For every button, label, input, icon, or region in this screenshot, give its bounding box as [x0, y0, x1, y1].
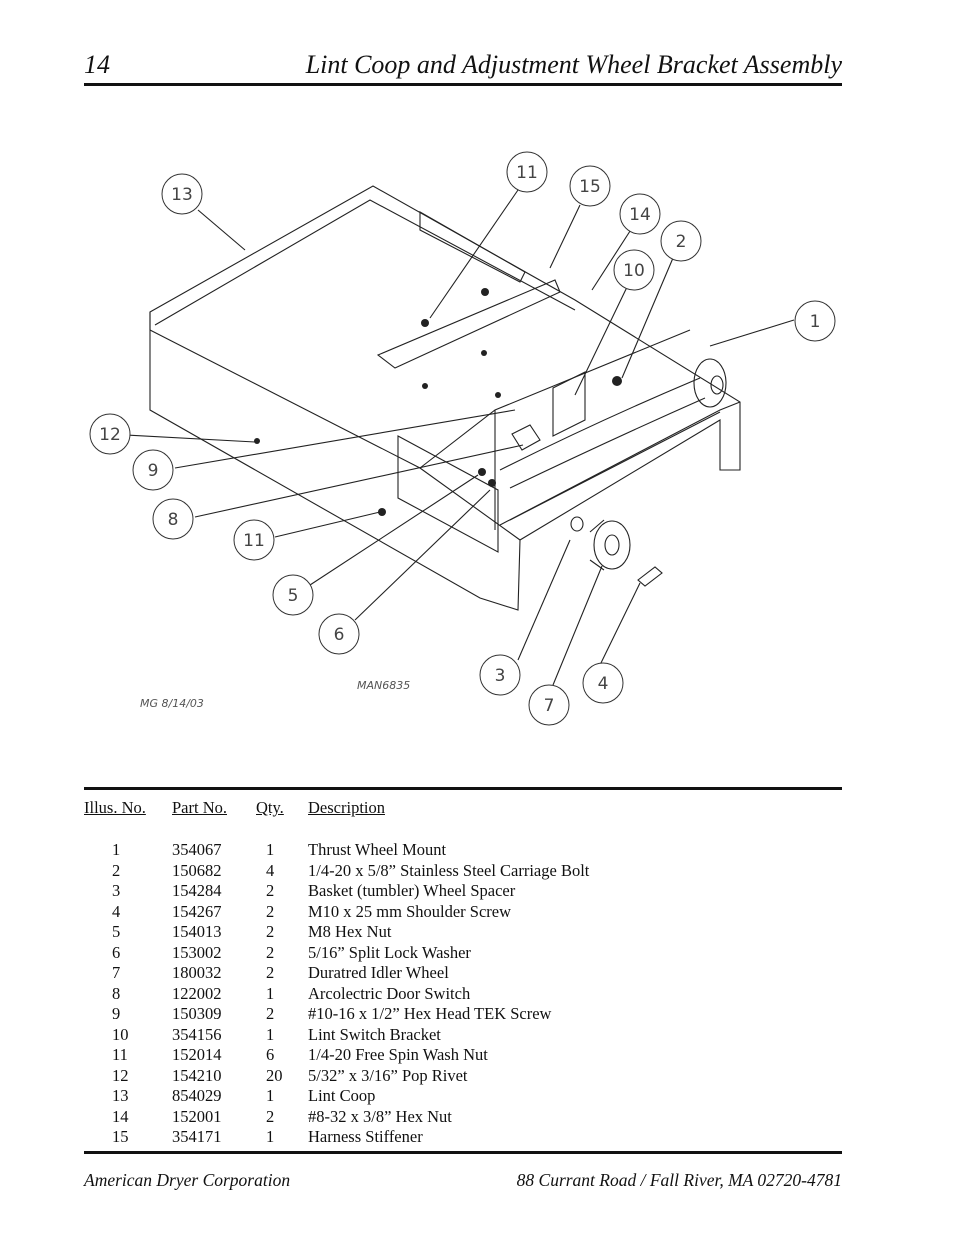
callout-9: 9 — [148, 461, 159, 481]
page-title: Lint Coop and Adjustment Wheel Bracket A… — [305, 50, 842, 79]
callout-14: 14 — [629, 205, 651, 225]
drafter-note: MG 8/14/03 — [140, 697, 204, 710]
table-rule-top — [84, 787, 842, 790]
callout-5: 5 — [288, 586, 299, 606]
lint-switch-bracket-shape — [552, 371, 586, 437]
header-rule — [84, 83, 842, 86]
table-rule-bottom — [84, 1151, 842, 1154]
harness-stiffener-shape — [376, 279, 561, 369]
callout-6: 6 — [334, 625, 345, 645]
callout-11-bottom: 11 — [243, 531, 265, 551]
callout-7: 7 — [544, 696, 555, 716]
page-number: 14 — [84, 50, 110, 79]
drawing-id: MAN6835 — [357, 679, 410, 692]
callout-15: 15 — [579, 177, 601, 197]
callout-13: 13 — [171, 185, 193, 205]
thrust-wheel-shape — [693, 358, 727, 408]
callout-3: 3 — [495, 666, 506, 686]
header-description: Description — [308, 798, 385, 817]
callout-11-top: 11 — [516, 163, 538, 183]
footer-company: American Dryer Corporation — [84, 1170, 291, 1190]
callout-2: 2 — [676, 232, 687, 252]
assembly-drawing: 13 11 15 14 2 10 1 12 9 8 11 5 6 3 7 4 M… — [89, 151, 836, 726]
callout-4: 4 — [598, 674, 609, 694]
header-qty: Qty. — [256, 798, 284, 817]
idler-wheel-shape — [593, 520, 631, 570]
callout-1: 1 — [810, 312, 821, 332]
callout-8: 8 — [168, 510, 179, 530]
page-header: 14 Lint Coop and Adjustment Wheel Bracke… — [84, 48, 842, 84]
callout-10: 10 — [623, 261, 645, 281]
header-illus-no: Illus. No. — [84, 798, 146, 817]
lint-coop-outline — [149, 185, 741, 611]
header-part-no: Part No. — [172, 798, 227, 817]
callout-12: 12 — [99, 425, 121, 445]
footer-address: 88 Currant Road / Fall River, MA 02720-4… — [516, 1170, 842, 1190]
